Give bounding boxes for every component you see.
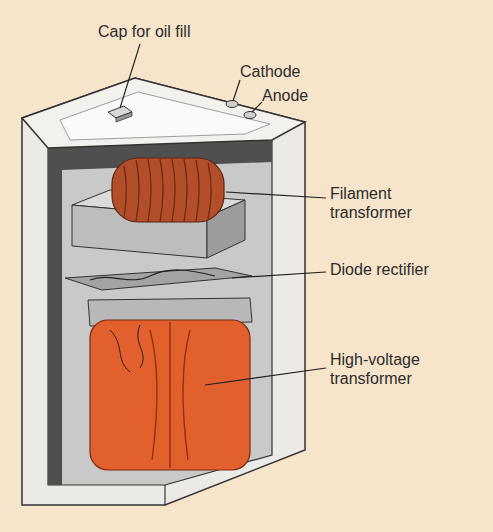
tank — [22, 78, 305, 505]
lid-plate — [60, 92, 270, 140]
hv-coil — [90, 320, 250, 470]
tank-lining — [48, 140, 272, 485]
tank-edge — [164, 485, 165, 505]
leader-line — [120, 44, 140, 108]
part-label: Diode rectifier — [330, 260, 430, 279]
rectifier-plate — [65, 268, 252, 290]
leader-line — [252, 102, 262, 112]
part-label: High-voltage transformer — [330, 350, 460, 388]
filament-transformer — [72, 158, 245, 258]
coil-windings — [124, 159, 211, 222]
tank-shell — [22, 78, 305, 505]
anode-terminal — [244, 112, 256, 119]
leader-line — [226, 192, 326, 198]
diode-rectifier — [65, 268, 252, 290]
tank-interior — [48, 140, 272, 485]
part-label: Cap for oil fill — [98, 22, 190, 41]
hv-leads — [110, 325, 143, 372]
part-label: Anode — [262, 86, 308, 105]
filament-coil — [112, 158, 224, 222]
part-label: Cathode — [240, 62, 301, 81]
part-label: Filament transformer — [330, 184, 440, 222]
leader-line — [205, 368, 326, 385]
rectifier-wire — [90, 270, 215, 280]
leader-lines — [120, 44, 326, 385]
oil-cap-side — [116, 112, 132, 122]
leader-line — [232, 272, 326, 278]
high-voltage-transformer — [88, 298, 252, 470]
cathode-terminal — [226, 101, 238, 108]
hv-coil-folds — [150, 322, 190, 468]
leader-line — [233, 80, 240, 101]
